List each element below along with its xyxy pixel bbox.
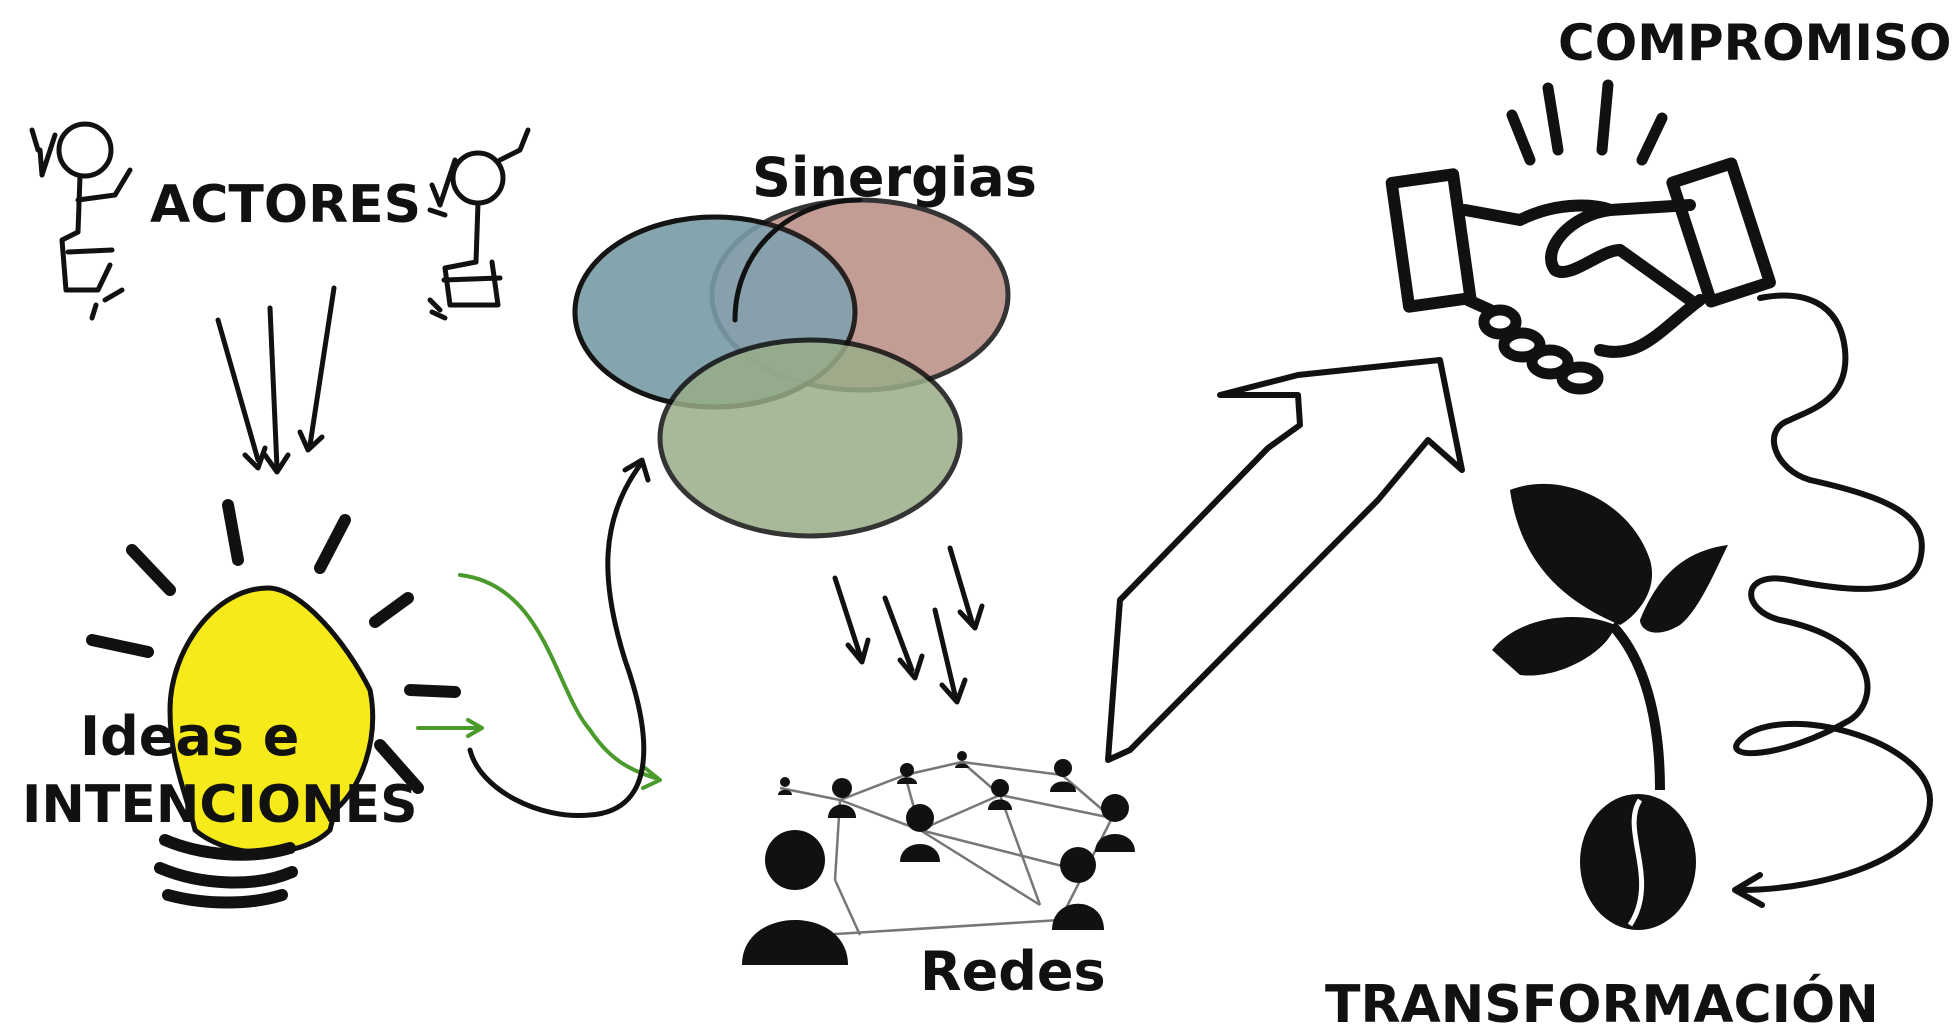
sinergias-label: Sinergias xyxy=(752,146,1037,209)
people-network-icon xyxy=(742,751,1135,965)
redes-label: Redes xyxy=(920,940,1106,1003)
venn-diagram-icon xyxy=(572,197,1011,539)
actores-to-ideas-arrows xyxy=(215,285,337,475)
transformacion-label: TRANSFORMACIÓN xyxy=(1325,973,1879,1031)
ideas-label-line2: INTENCIONES xyxy=(22,775,418,835)
compromisos-label: COMPROMISOS xyxy=(1558,14,1952,72)
handshake-icon xyxy=(1385,79,1776,395)
stick-figure-icon xyxy=(427,127,531,321)
sinergias-to-redes-arrows xyxy=(832,545,985,705)
stick-figure-icon xyxy=(29,121,133,321)
ideas-label-line1: Ideas e xyxy=(80,705,299,768)
light-bulb-icon xyxy=(86,499,461,909)
actores-label: ACTORES xyxy=(150,175,421,235)
redes-to-compromisos-arrow xyxy=(1105,357,1465,763)
compromisos-to-transformacion-arrow xyxy=(1732,292,1933,908)
sprouting-seed-icon xyxy=(1492,483,1728,930)
green-arrow xyxy=(416,573,662,790)
ideas-to-sinergias-arrow xyxy=(467,457,651,819)
